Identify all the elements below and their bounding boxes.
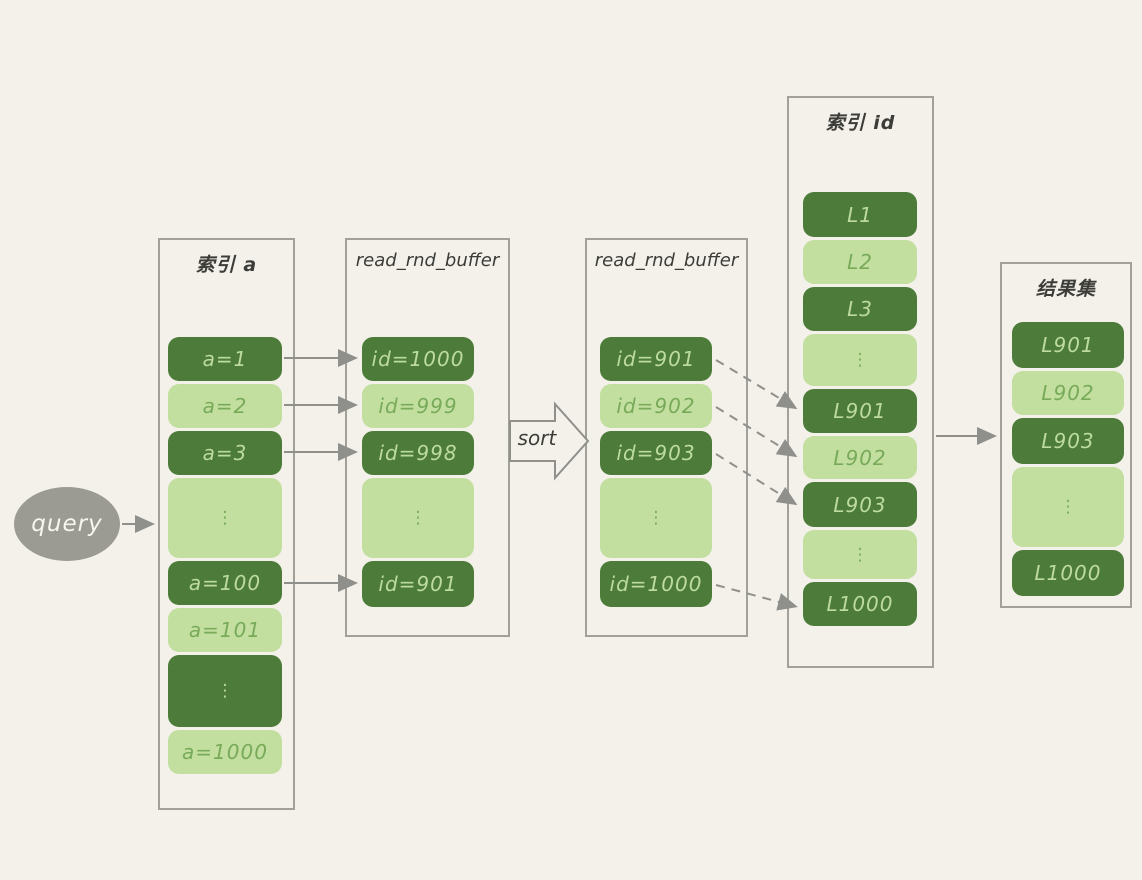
cell-read-rnd-buffer-sorted-2: id=903 bbox=[600, 431, 712, 475]
cell-index-id-8: L1000 bbox=[803, 582, 917, 626]
cell-result-set-0: L901 bbox=[1012, 322, 1124, 368]
cell-index-a-1: a=2 bbox=[168, 384, 282, 428]
box-result-set-title: 结果集 bbox=[1035, 278, 1096, 300]
cell-result-set-3: ⋮ bbox=[1012, 467, 1124, 547]
cell-index-id-1: L2 bbox=[803, 240, 917, 284]
box-index-id-title: 索引 id bbox=[825, 112, 896, 134]
cell-read-rnd-buffer-sorted-0: id=901 bbox=[600, 337, 712, 381]
cell-read-rnd-buffer-sorted-3: ⋮ bbox=[600, 478, 712, 558]
box-read-rnd-buffer-sorted-title: read_rnd_buffer bbox=[594, 250, 739, 271]
cell-index-id-5: L902 bbox=[803, 436, 917, 479]
cell-index-a-6: ⋮ bbox=[168, 655, 282, 727]
cell-index-id-4: L901 bbox=[803, 389, 917, 433]
cell-read-rnd-buffer-unsorted-3: ⋮ bbox=[362, 478, 474, 558]
query-node: query bbox=[14, 487, 120, 561]
cell-index-id-0: L1 bbox=[803, 192, 917, 237]
box-index-a-title: 索引 a bbox=[195, 254, 258, 276]
cell-read-rnd-buffer-unsorted-2: id=998 bbox=[362, 431, 474, 475]
sort-label: sort bbox=[517, 426, 557, 450]
cell-index-a-0: a=1 bbox=[168, 337, 282, 381]
cell-index-id-6: L903 bbox=[803, 482, 917, 527]
cell-result-set-4: L1000 bbox=[1012, 550, 1124, 596]
cell-index-a-4: a=100 bbox=[168, 561, 282, 605]
cell-result-set-1: L902 bbox=[1012, 371, 1124, 415]
cell-read-rnd-buffer-sorted-1: id=902 bbox=[600, 384, 712, 428]
query-label: query bbox=[31, 511, 103, 537]
cell-result-set-2: L903 bbox=[1012, 418, 1124, 464]
box-read-rnd-buffer-unsorted-title: read_rnd_buffer bbox=[355, 250, 500, 271]
cell-index-id-3: ⋮ bbox=[803, 334, 917, 386]
cell-read-rnd-buffer-unsorted-0: id=1000 bbox=[362, 337, 474, 381]
cell-index-a-3: ⋮ bbox=[168, 478, 282, 558]
cell-index-a-2: a=3 bbox=[168, 431, 282, 475]
cell-index-id-7: ⋮ bbox=[803, 530, 917, 579]
cell-read-rnd-buffer-sorted-4: id=1000 bbox=[600, 561, 712, 607]
cell-index-a-5: a=101 bbox=[168, 608, 282, 652]
cell-index-id-2: L3 bbox=[803, 287, 917, 331]
cell-read-rnd-buffer-unsorted-1: id=999 bbox=[362, 384, 474, 428]
cell-index-a-7: a=1000 bbox=[168, 730, 282, 774]
cell-read-rnd-buffer-unsorted-4: id=901 bbox=[362, 561, 474, 607]
